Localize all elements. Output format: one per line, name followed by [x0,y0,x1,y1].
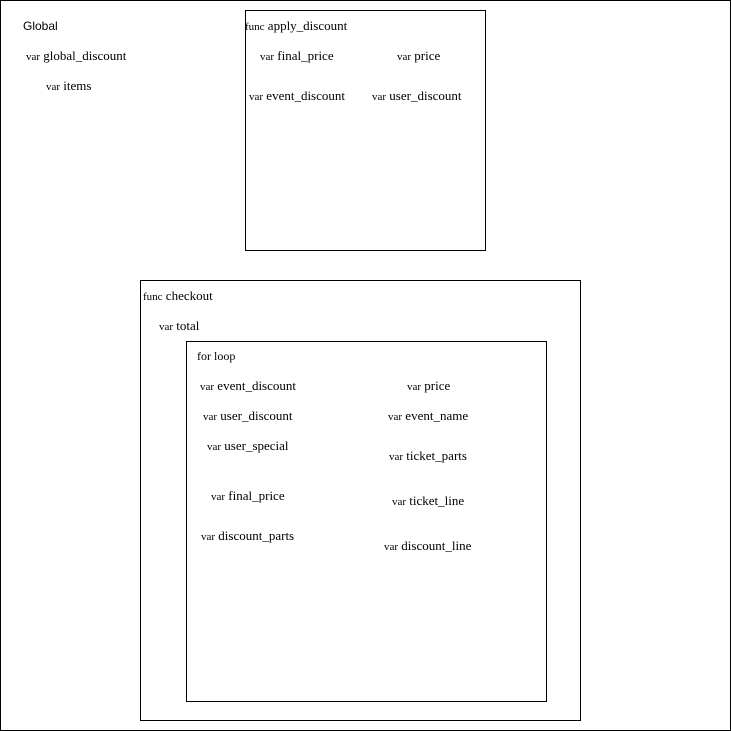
for-loop-scope-box: for loop var event_discount var price va… [186,341,547,702]
for-loop-var-final-price: var final_price [211,488,285,503]
for-loop-var-discount-line: var discount_line [384,538,472,553]
apply-discount-scope-title: func apply_discount [245,18,348,33]
for-loop-var-ticket-line: var ticket_line [392,493,465,508]
global-var-items: var items [46,78,92,93]
checkout-scope-box: func checkout var total for loop var eve… [140,280,581,721]
checkout-var-total: var total [159,318,200,333]
for-loop-var-event-discount: var event_discount [200,378,297,393]
global-var-global-discount: var global_discount [26,48,127,63]
apply-discount-var-event-discount: var event_discount [249,88,346,103]
for-loop-var-user-special: var user_special [207,438,289,453]
for-loop-var-discount-parts: var discount_parts [201,528,295,543]
for-loop-var-user-discount: var user_discount [203,408,293,423]
for-loop-var-event-name: var event_name [388,408,469,423]
apply-discount-var-final-price: var final_price [260,48,334,63]
global-scope-title: Global [23,19,58,33]
checkout-scope-title: func checkout [143,288,213,303]
for-loop-var-ticket-parts: var ticket_parts [389,448,467,463]
apply-discount-var-price: var price [397,48,441,63]
for-loop-scope-title: for loop [197,349,236,363]
apply-discount-scope-box: func apply_discount var final_price var … [245,10,486,251]
apply-discount-var-user-discount: var user_discount [372,88,462,103]
for-loop-var-price: var price [407,378,451,393]
